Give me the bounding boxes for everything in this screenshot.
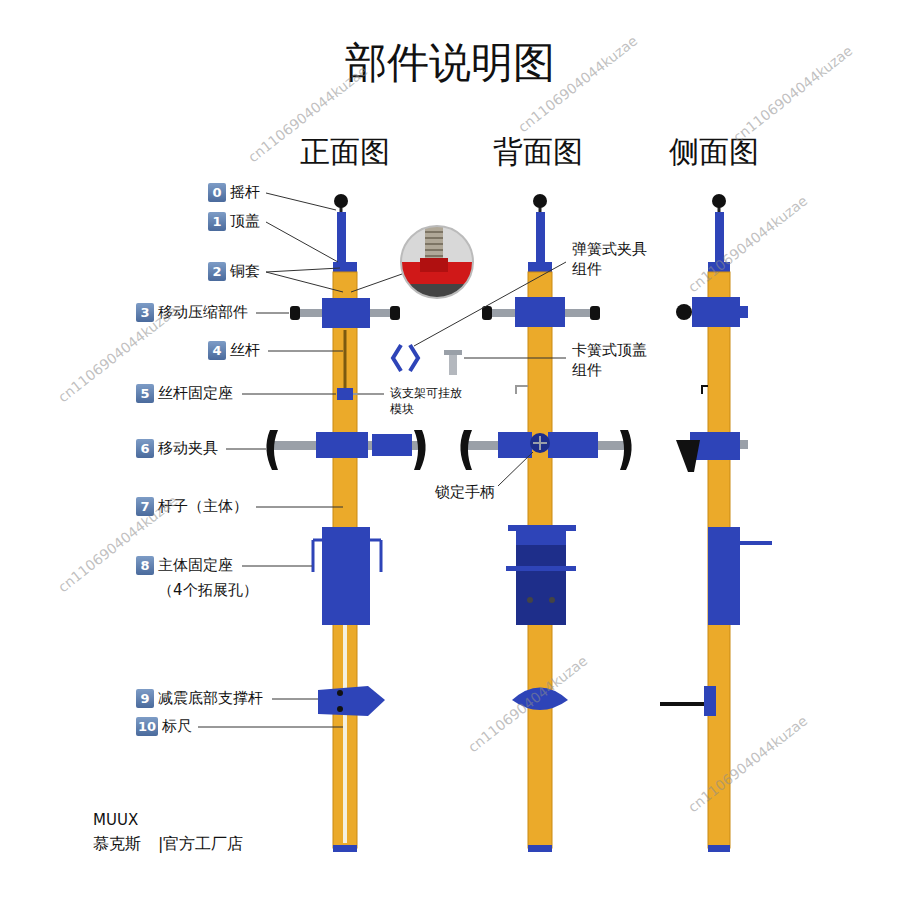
part-name: 移动夹具 <box>158 439 218 458</box>
part-callout: 2铜套 <box>208 262 260 281</box>
callout-number: 2 <box>208 262 226 281</box>
part-note: 弹簧式夹具组件 <box>572 240 652 279</box>
part-name-group: 丝杆 <box>230 341 260 360</box>
watermark: cn1106904044kuzae <box>54 492 181 597</box>
view-heading: 背面图 <box>493 132 583 171</box>
part-callout: 4丝杆 <box>208 341 260 360</box>
part-name-group: 丝杆固定座 <box>158 384 233 403</box>
part-note: 卡簧式顶盖组件 <box>572 341 652 380</box>
part-name-group: 主体固定座 （4个拓展孔） <box>158 556 258 600</box>
callout-number: 6 <box>136 439 154 458</box>
part-name: 丝杆固定座 <box>158 384 233 403</box>
callout-number: 8 <box>136 556 154 575</box>
copper-sleeve-inset <box>351 225 474 299</box>
part-name: 主体固定座 <box>158 556 258 575</box>
part-name: 顶盖 <box>230 212 260 231</box>
part-name: 标尺 <box>162 717 192 736</box>
part-callout: 1顶盖 <box>208 212 260 231</box>
part-name: 摇杆 <box>230 183 260 202</box>
brand-name: MUUX <box>93 811 138 831</box>
leader-lines <box>198 193 566 727</box>
part-callout: 6移动夹具 <box>136 439 218 458</box>
part-callout: 0摇杆 <box>208 183 260 202</box>
part-note: 该支架可挂放模块 <box>390 386 466 417</box>
part-name-group: 标尺 <box>162 717 192 736</box>
watermark: cn1106904044kuzae <box>684 192 811 297</box>
diagram-title: 部件说明图 <box>345 36 555 91</box>
part-callout: 5丝杆固定座 <box>136 384 233 403</box>
part-callout: 10标尺 <box>136 717 192 736</box>
part-callout: 9减震底部支撑杆 <box>136 689 263 708</box>
snap-cap-icon <box>444 350 462 375</box>
callout-number: 4 <box>208 341 226 360</box>
part-name-group: 铜套 <box>230 262 260 281</box>
watermark: cn1106904044kuzae <box>729 42 856 147</box>
part-note: 锁定手柄 <box>435 483 495 503</box>
shop-name: |官方工厂店 <box>158 834 243 855</box>
part-name-group: 顶盖 <box>230 212 260 231</box>
callout-number: 9 <box>136 689 154 708</box>
view-heading: 正面图 <box>300 132 390 171</box>
callout-number: 1 <box>208 212 226 231</box>
part-name: 丝杆 <box>230 341 260 360</box>
part-callout: 8主体固定座 （4个拓展孔） <box>136 556 258 600</box>
part-name-group: 减震底部支撑杆 <box>158 689 263 708</box>
part-name-group: 摇杆 <box>230 183 260 202</box>
spring-clip-icon <box>393 345 418 371</box>
callout-number: 0 <box>208 183 226 202</box>
front-view <box>266 194 425 852</box>
part-note: （4个拓展孔） <box>158 581 258 600</box>
part-name-group: 移动夹具 <box>158 439 218 458</box>
brand-name: 慕克斯 <box>93 834 141 855</box>
part-name: 铜套 <box>230 262 260 281</box>
watermark: cn1106904044kuzae <box>684 712 811 817</box>
callout-number: 5 <box>136 384 154 403</box>
back-view <box>460 194 631 852</box>
part-name: 减震底部支撑杆 <box>158 689 263 708</box>
callout-number: 10 <box>136 717 158 736</box>
